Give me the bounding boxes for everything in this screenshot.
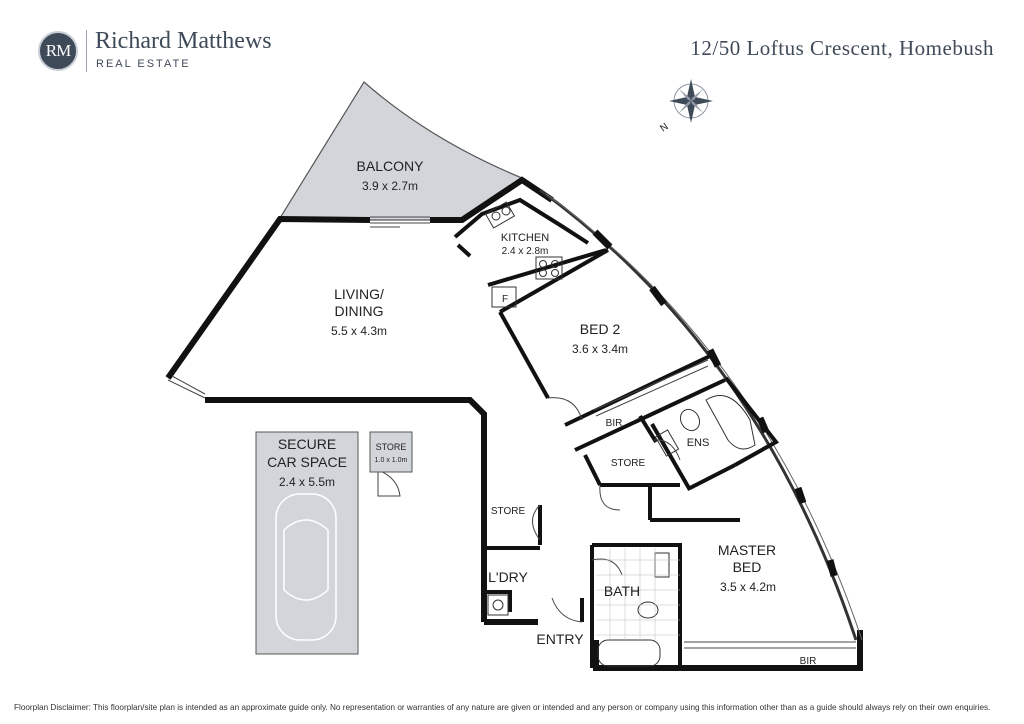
logo-divider <box>86 30 87 72</box>
balcony-area <box>278 81 524 221</box>
side-store-label: STORE <box>491 506 526 517</box>
bed2-label: BED 2 <box>580 321 621 337</box>
master-label-line2: BED <box>733 559 762 575</box>
master-bir-label: BIR <box>800 656 817 667</box>
sliding-doors <box>167 216 856 649</box>
bed2-bir-label: BIR <box>606 418 623 429</box>
entry-label: ENTRY <box>536 631 584 647</box>
interior-walls <box>453 197 780 668</box>
master-size: 3.5 x 4.2m <box>720 580 776 594</box>
laundry-label: L'DRY <box>488 569 528 585</box>
compass-icon <box>669 79 713 123</box>
living-label-line1: LIVING/ <box>334 286 384 302</box>
outer-walls <box>165 176 863 671</box>
car-store <box>369 431 413 473</box>
car-space-size: 2.4 x 5.5m <box>279 475 335 489</box>
bath-label: BATH <box>604 583 640 599</box>
ensuite-label: ENS <box>687 437 710 449</box>
living-size: 5.5 x 4.3m <box>331 324 387 338</box>
car-space-label-line1: SECURE <box>278 436 336 452</box>
car-icon <box>275 493 337 641</box>
bed2-size: 3.6 x 3.4m <box>572 342 628 356</box>
north-label: N <box>658 121 670 134</box>
hall-store-label: STORE <box>611 458 646 469</box>
brand-logo: RM <box>38 31 78 71</box>
living-label-line2: DINING <box>335 303 384 319</box>
tile-hatch <box>596 548 680 640</box>
brand-name: Richard Matthews <box>95 28 272 54</box>
car-store-label: STORE <box>376 442 407 452</box>
car-store-size: 1.0 x 1.0m <box>375 457 408 464</box>
fridge-label: F <box>502 294 508 305</box>
bathroom-fixtures <box>487 395 756 667</box>
master-label-line1: MASTER <box>718 542 776 558</box>
kitchen-size: 2.4 x 2.8m <box>502 246 549 257</box>
floorplan-disclaimer: Floorplan Disclaimer: This floorplan/sit… <box>14 703 991 712</box>
kitchen-label: KITCHEN <box>501 232 549 244</box>
balcony-size: 3.9 x 2.7m <box>362 179 418 193</box>
balcony-label: BALCONY <box>357 158 425 174</box>
kitchen-fixtures <box>484 201 563 308</box>
car-space <box>255 431 359 655</box>
car-space-label-line2: CAR SPACE <box>267 454 347 470</box>
property-address: 12/50 Loftus Crescent, Homebush <box>690 36 994 60</box>
brand-subtitle: REAL ESTATE <box>96 58 191 70</box>
